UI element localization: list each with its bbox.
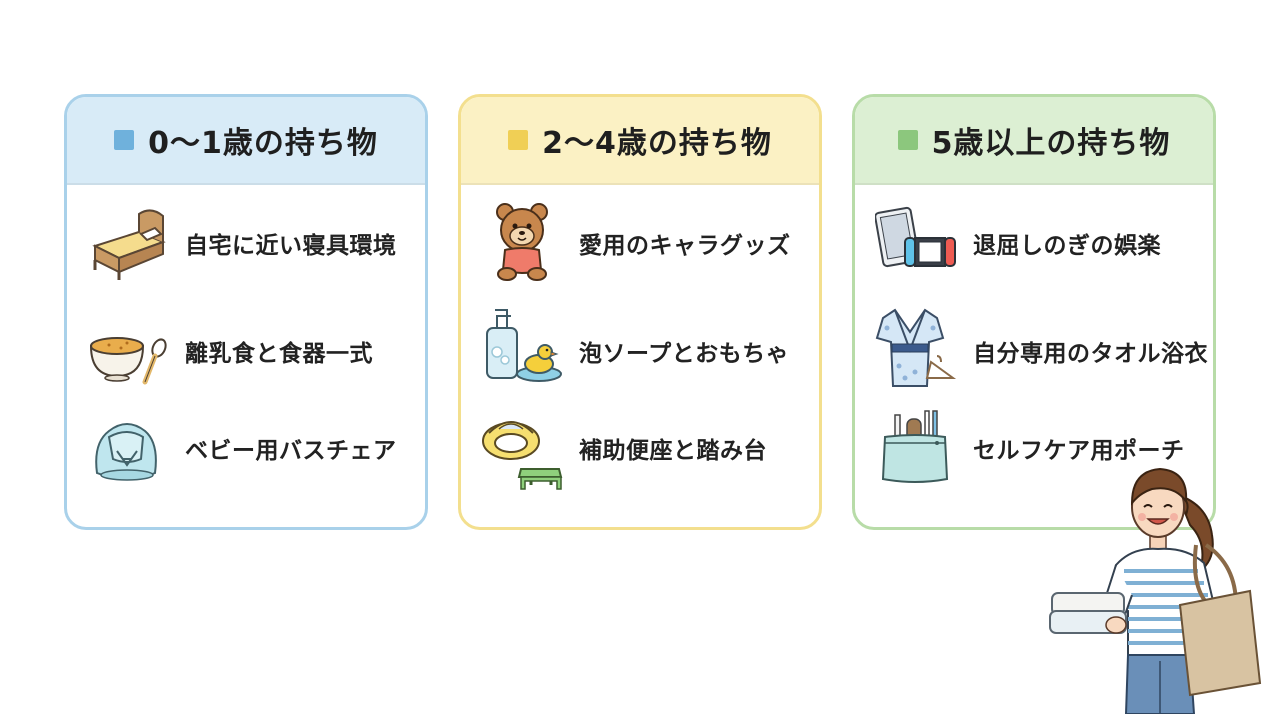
card-header: 0〜1歳の持ち物 xyxy=(67,97,425,185)
item-label: 泡ソープとおもちゃ xyxy=(579,341,790,367)
soap-and-duck-icon xyxy=(486,309,562,382)
tablet-game-icon xyxy=(875,206,956,268)
baby-bath-chair-icon xyxy=(95,423,157,481)
card-title: 0〜1歳の持ち物 xyxy=(148,126,378,161)
item-label: 自分専用のタオル浴衣 xyxy=(973,341,1208,367)
square-marker-icon xyxy=(897,130,918,150)
list-item: 自分専用のタオル浴衣 xyxy=(855,306,1213,396)
card-title: 5歳以上の持ち物 xyxy=(931,126,1171,161)
square-marker-icon xyxy=(114,130,135,150)
list-item: 補助便座と踏み台 xyxy=(461,403,819,493)
yukata-icon xyxy=(875,308,957,387)
potty-seat-stool-icon xyxy=(482,421,563,490)
item-label: ベビー用バスチェア xyxy=(185,438,397,464)
teddy-bear-icon xyxy=(496,203,548,281)
list-item: 退屈しのぎの娯楽 xyxy=(855,198,1213,288)
card-title: 2〜4歳の持ち物 xyxy=(542,126,772,161)
card-age-0-1: 0〜1歳の持ち物 自宅に近い寝具環境 xyxy=(64,94,428,530)
list-item: 愛用のキャラグッズ xyxy=(461,198,819,288)
bed-icon xyxy=(92,209,166,280)
item-label: 自宅に近い寝具環境 xyxy=(185,233,397,259)
woman-with-towels-illustration xyxy=(1049,467,1262,714)
list-item: 泡ソープとおもちゃ xyxy=(461,306,819,396)
card-header: 5歳以上の持ち物 xyxy=(855,97,1213,185)
care-pouch-icon xyxy=(881,410,949,483)
square-marker-icon xyxy=(508,130,529,150)
list-item: セルフケア用ポーチ xyxy=(855,403,1213,493)
item-label: 退屈しのぎの娯楽 xyxy=(973,233,1161,259)
item-label: 愛用のキャラグッズ xyxy=(579,233,791,259)
baby-food-bowl-icon xyxy=(89,337,167,385)
item-label: 補助便座と踏み台 xyxy=(579,438,767,464)
card-age-5-plus: 5歳以上の持ち物 退屈しのぎの娯楽 xyxy=(852,94,1216,530)
list-item: 自宅に近い寝具環境 xyxy=(67,198,425,288)
item-label: セルフケア用ポーチ xyxy=(973,438,1185,464)
item-label: 離乳食と食器一式 xyxy=(185,341,373,367)
list-item: ベビー用バスチェア xyxy=(67,403,425,493)
list-item: 離乳食と食器一式 xyxy=(67,306,425,396)
card-age-2-4: 2〜4歳の持ち物 愛用のキャラグッズ xyxy=(458,94,822,530)
card-header: 2〜4歳の持ち物 xyxy=(461,97,819,185)
